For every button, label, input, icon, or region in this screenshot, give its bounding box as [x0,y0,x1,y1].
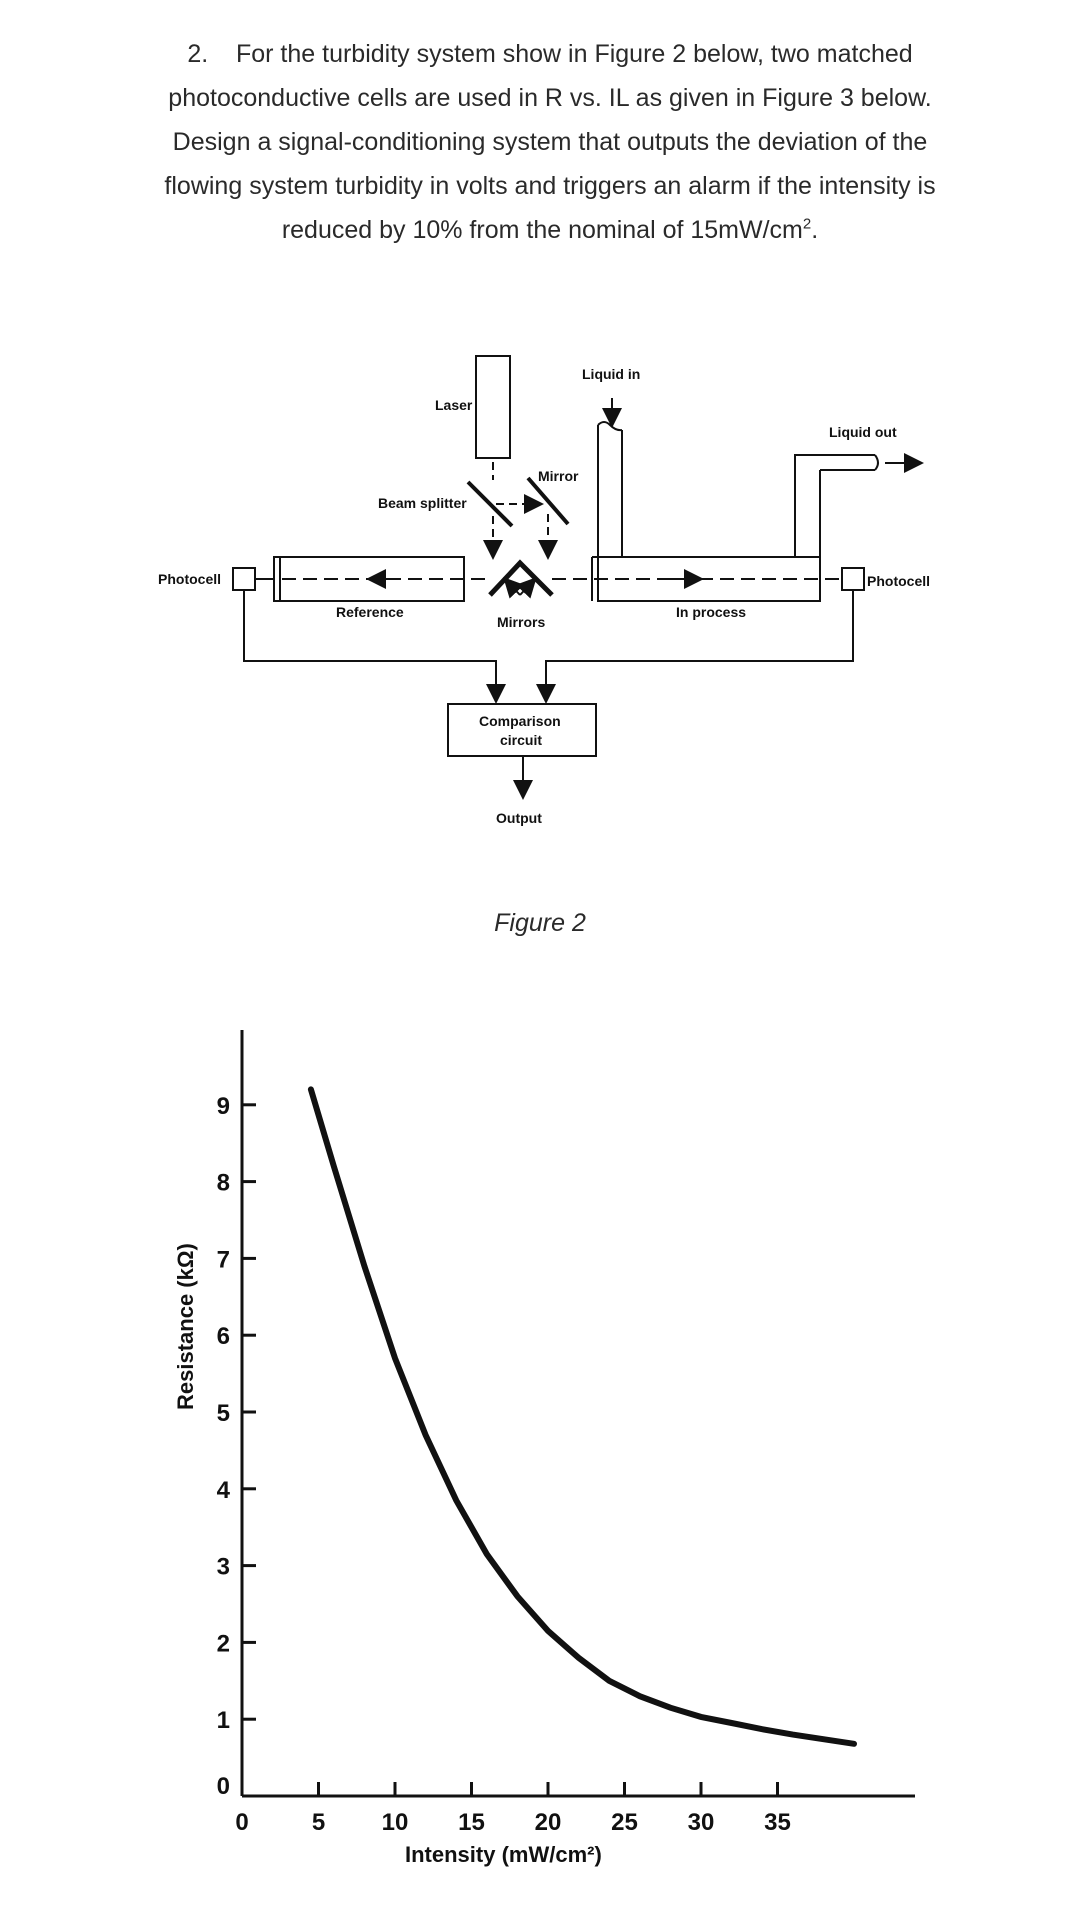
label-in-process: In process [676,604,746,620]
y-tick-label: 8 [217,1170,230,1197]
x-tick-label: 10 [382,1809,409,1836]
question-line-1: 2. For the turbidity system show in Figu… [120,32,980,76]
y-tick-label: 4 [217,1477,231,1504]
beam-splitter-shape [466,480,514,528]
x-tick-label: 20 [535,1809,562,1836]
y-tick-label: 0 [217,1773,230,1800]
y-tick-label: 7 [217,1246,230,1273]
label-output: Output [496,810,542,826]
label-mirror: Mirror [538,468,579,484]
question-line-2: photoconductive cells are used in R vs. … [168,84,932,112]
label-photocell-left: Photocell [158,571,221,587]
question-number: 2. [187,40,209,68]
question-line-5: reduced by 10% from the nominal of 15mW/… [120,208,980,252]
question-line-5-text: reduced by 10% from the nominal of 15mW/… [281,216,803,244]
y-axis-title: Resistance (kΩ) [173,1243,198,1410]
label-photocell-right: Photocell [867,573,930,589]
comparison-box [447,703,597,757]
y-tick-label: 2 [217,1630,230,1657]
figure-2-diagram: Laser Liquid in Liquid out Mirror Beam s… [158,355,930,826]
y-tick-label: 6 [217,1323,230,1350]
mirror-shape [526,476,570,526]
series-curve [307,1086,857,1747]
question-line-5-sup: 2 [802,215,812,233]
y-tick-label: 3 [217,1554,230,1581]
liquid-out-break [874,454,879,471]
y-tick-label: 5 [217,1400,230,1427]
wire-right [536,590,854,704]
figure-2-caption: Figure 2 [494,909,586,937]
question-text: 2. For the turbidity system show in Figu… [120,32,980,252]
label-beam-splitter: Beam splitter [378,495,467,511]
label-liquid-in: Liquid in [582,366,640,382]
label-reference: Reference [336,604,404,620]
label-mirrors: Mirrors [497,614,545,630]
x-tick-label: 0 [235,1809,248,1836]
y-tick-label: 1 [217,1707,230,1734]
x-tick-label: 15 [458,1809,485,1836]
question-line-4: flowing system turbidity in volts and tr… [164,172,936,200]
wire-left [243,590,506,704]
question-line-5-end: . [811,216,819,244]
question-line-1-text: For the turbidity system show in Figure … [235,40,913,68]
laser-box [475,355,511,459]
x-tick-label: 35 [764,1809,791,1836]
mirrors-arrow-right [515,577,537,599]
x-tick-label: 5 [312,1809,325,1836]
label-liquid-out: Liquid out [829,424,897,440]
x-axis-title: Intensity (mW/cm²) [405,1842,602,1867]
y-tick-label: 9 [217,1093,230,1120]
question-line-3: Design a signal-conditioning system that… [172,128,928,156]
x-tick-label: 25 [611,1809,638,1836]
label-comparison-1: Comparison [479,713,561,729]
label-comparison-2: circuit [500,732,542,748]
mirrors-shape [488,559,554,597]
x-tick-label: 30 [688,1809,715,1836]
label-laser: Laser [435,397,473,413]
